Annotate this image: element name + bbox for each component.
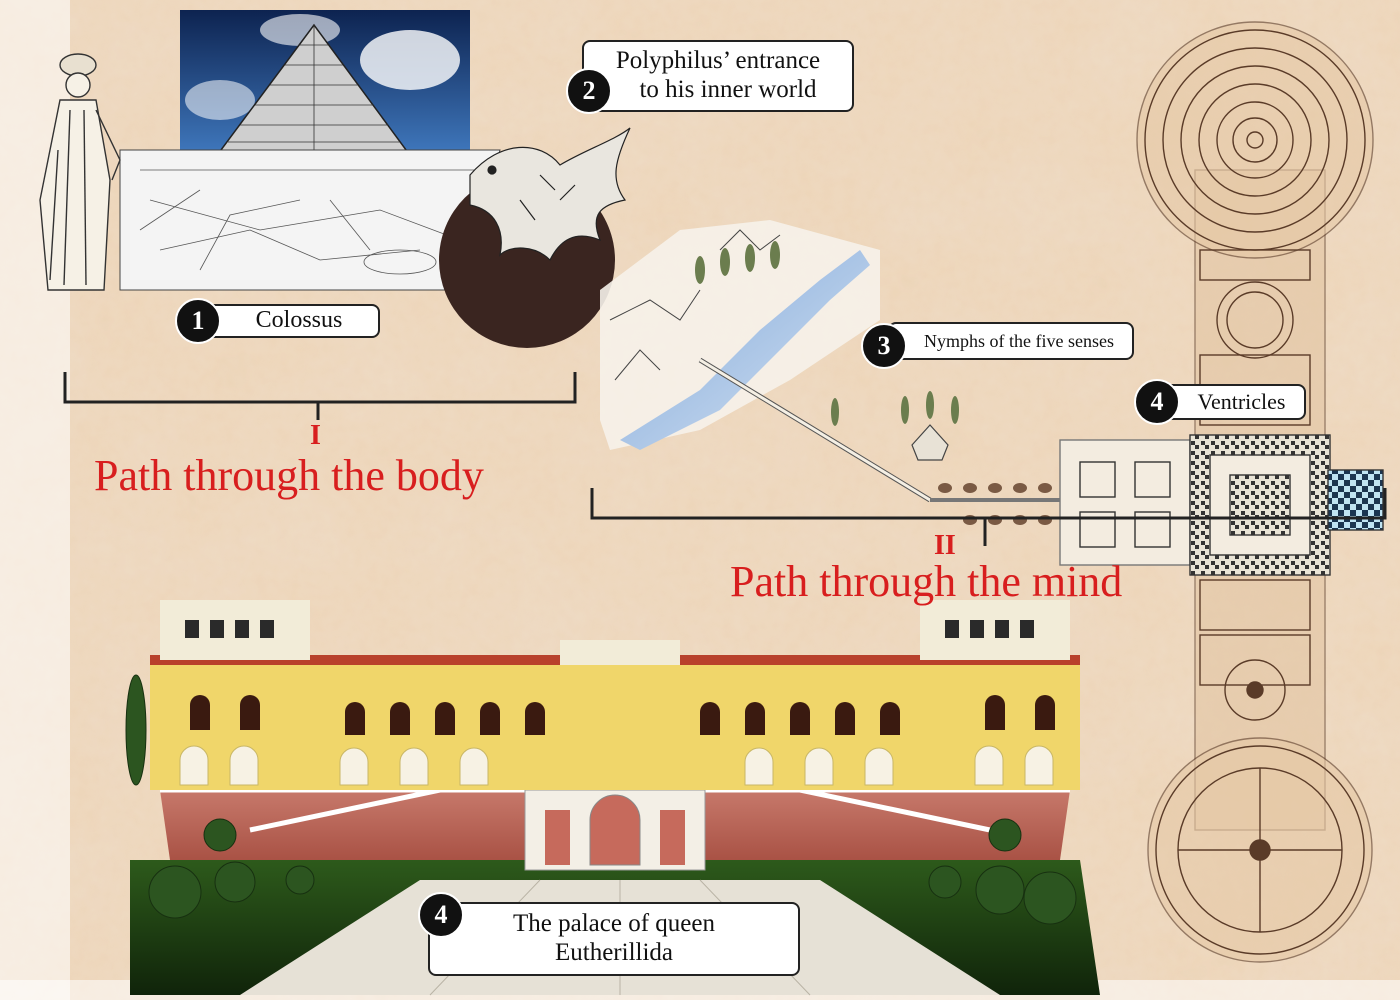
body-path-title: Path through the body (94, 450, 484, 501)
palace-label: The palace of queen Eutherillida (428, 902, 800, 976)
colossus-number-badge: 1 (175, 298, 221, 344)
mind-path-numeral-text: II (934, 530, 956, 561)
dragon-sphere (439, 127, 631, 348)
body-path-bracket (63, 372, 577, 420)
palace-number-badge: 4 (418, 892, 464, 938)
nymphs-number-badge: 3 (861, 323, 907, 369)
nymphs-label: Nymphs of the five senses (888, 322, 1134, 360)
colossus-label-text: Colossus (255, 307, 343, 334)
palace-label-line2: Eutherillida (554, 939, 674, 966)
polyphilus-figure (39, 53, 121, 291)
entrance-label-line1: Polyphilus’ entrance (615, 47, 821, 75)
palace-label-line1: The palace of queen (513, 910, 715, 938)
mind-path-title-text: Path through the mind (730, 557, 1123, 606)
colossus-label: Colossus (200, 304, 380, 338)
entrance-label-line2: to his inner world (639, 76, 817, 103)
palace-number: 4 (434, 900, 448, 929)
mind-path-bracket (590, 488, 1387, 546)
river-valley-scene (600, 220, 959, 503)
colossus-number: 1 (191, 306, 205, 335)
garden-plan (930, 21, 1384, 963)
ventricles-label-text: Ventricles (1197, 389, 1286, 415)
body-path-title-text: Path through the body (94, 451, 484, 500)
body-path-numeral: I (310, 420, 321, 452)
ventricles-number-badge: 4 (1134, 379, 1180, 425)
pyramid-scene (119, 10, 501, 291)
entrance-label: Polyphilus’ entrance to his inner world (582, 40, 854, 112)
body-path-numeral-text: I (310, 420, 321, 451)
ventricles-number: 4 (1150, 387, 1164, 416)
nymphs-label-text: Nymphs of the five senses (924, 330, 1114, 351)
entrance-number: 2 (582, 76, 596, 105)
mind-path-title: Path through the mind (730, 556, 1122, 607)
nymphs-number: 3 (877, 331, 891, 360)
entrance-number-badge: 2 (566, 68, 612, 114)
mind-path-numeral: II (934, 530, 956, 562)
ventricles-label: Ventricles (1163, 384, 1306, 420)
